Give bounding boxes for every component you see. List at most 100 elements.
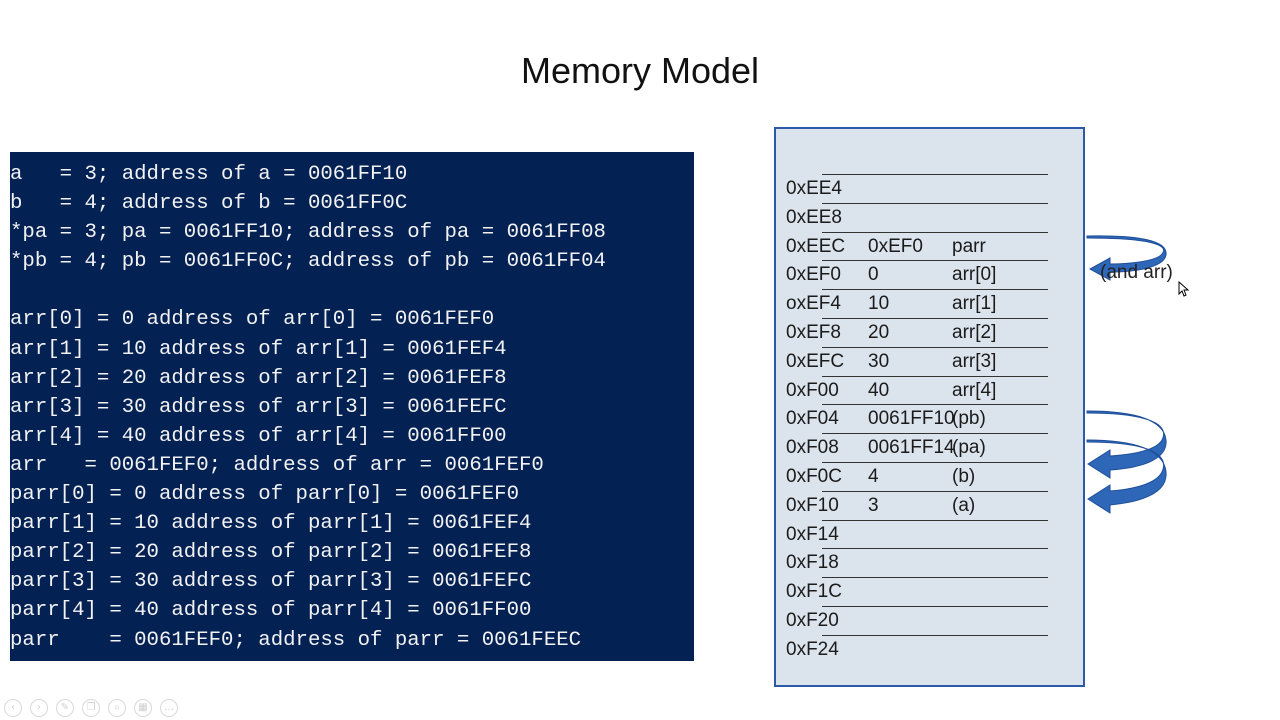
- memory-address: 0xEE8: [786, 206, 842, 228]
- memory-address: 0xEEC: [786, 235, 846, 257]
- slide-toolbar: ‹ › ✎ ❐ ⌕ ▦ …: [4, 699, 178, 717]
- prev-icon[interactable]: ‹: [4, 699, 22, 717]
- memory-row-divider: [822, 318, 1048, 319]
- console-line: parr[2] = 20 address of parr[2] = 0061FE…: [10, 541, 532, 565]
- console-line: arr[3] = 30 address of arr[3] = 0061FEFC: [10, 395, 507, 419]
- memory-address: 0xF04: [786, 408, 839, 430]
- memory-address: 0xF00: [786, 379, 839, 401]
- memory-label: (pa): [952, 437, 986, 459]
- console-line: arr[4] = 40 address of arr[4] = 0061FF00: [10, 424, 507, 448]
- memory-row: 0xEE4: [786, 174, 1086, 204]
- memory-label: (b): [952, 466, 976, 487]
- memory-value: 0: [868, 264, 879, 286]
- pointer-arrow-pa: [1086, 439, 1167, 514]
- memory-row: 0xF10 3 (a): [786, 490, 1086, 521]
- memory-row: oxEF4 10 arr[1]: [786, 289, 1086, 319]
- memory-address: 0xEF0: [786, 264, 841, 286]
- memory-label: arr[0]: [952, 264, 997, 286]
- memory-value: 3: [868, 494, 879, 516]
- arr-annotation: (and arr): [1100, 262, 1173, 283]
- memory-value: 0xEF0: [868, 235, 923, 257]
- memory-row: 0xEE8: [786, 202, 1086, 233]
- memory-row-divider: [822, 519, 1048, 521]
- slides-icon[interactable]: ▦: [134, 699, 152, 717]
- memory-value: 10: [868, 293, 890, 315]
- pointer-arrow-pb: [1086, 410, 1167, 479]
- memory-address: 0xF10: [786, 494, 839, 516]
- memory-label: parr: [952, 235, 986, 257]
- memory-address: 0xF08: [786, 437, 839, 459]
- memory-value: 20: [868, 322, 890, 343]
- console-line: arr[1] = 10 address of arr[1] = 0061FEF4: [10, 337, 507, 361]
- memory-row-divider: [822, 577, 1048, 579]
- memory-row-divider: [822, 433, 1048, 435]
- memory-label: arr[4]: [952, 379, 997, 401]
- memory-label: arr[3]: [952, 350, 997, 372]
- memory-address: 0xF0C: [786, 466, 842, 487]
- memory-label: (a): [952, 494, 976, 516]
- memory-row-divider: [822, 289, 1048, 291]
- memory-row-divider: [822, 634, 1048, 636]
- console-line: arr[0] = 0 address of arr[0] = 0061FEF0: [10, 308, 495, 332]
- console-line: parr[0] = 0 address of parr[0] = 0061FEF…: [10, 483, 519, 507]
- memory-value: 30: [868, 350, 890, 372]
- memory-row: 0xF24: [786, 634, 1086, 665]
- memory-row-divider: [822, 346, 1048, 348]
- memory-address: 0xF18: [786, 552, 839, 574]
- memory-row: 0xF20: [786, 606, 1086, 636]
- mouse-cursor-icon: [1178, 281, 1190, 297]
- memory-row: 0xEEC 0xEF0 parr: [786, 231, 1086, 262]
- memory-row-divider: [822, 174, 1048, 175]
- memory-row: 0xF00 40 arr[4]: [786, 375, 1086, 406]
- more-icon[interactable]: …: [160, 699, 178, 717]
- copy-icon[interactable]: ❐: [82, 699, 100, 717]
- memory-row-divider: [822, 606, 1048, 607]
- memory-address: 0xF14: [786, 523, 839, 545]
- console-line: a = 3; address of a = 0061FF10: [10, 163, 408, 186]
- memory-address: 0xF1C: [786, 581, 842, 603]
- memory-row-divider: [822, 260, 1048, 262]
- memory-address: 0xF20: [786, 610, 839, 631]
- console-line: parr[3] = 30 address of parr[3] = 0061FE…: [10, 570, 532, 594]
- memory-address: 0xEFC: [786, 350, 845, 372]
- memory-row: 0xF18: [786, 548, 1086, 578]
- memory-label: arr[1]: [952, 293, 997, 315]
- memory-value: 0061FF14: [868, 437, 955, 459]
- memory-value: 0061FF10: [868, 408, 955, 430]
- memory-address: oxEF4: [786, 293, 841, 315]
- memory-value: 40: [868, 379, 890, 401]
- memory-row-divider: [822, 462, 1048, 463]
- memory-row-divider: [822, 202, 1048, 204]
- console-line: *pa = 3; pa = 0061FF10; address of pa = …: [10, 221, 606, 245]
- console-line: parr[1] = 10 address of parr[1] = 0061FE…: [10, 512, 532, 536]
- memory-row: 0xF08 0061FF14(pa): [786, 433, 1086, 463]
- memory-row: 0xEFC 30 arr[3]: [786, 346, 1086, 377]
- memory-panel: 0xEE4 0xEE8 0xEEC 0xEF0 parr 0xEF0 0 arr[0] oxEF…: [774, 127, 1085, 687]
- memory-row: 0xF1C: [786, 577, 1086, 607]
- pointer-arrow-parr: [1086, 235, 1167, 281]
- memory-address: 0xEF8: [786, 322, 841, 343]
- memory-row-divider: [822, 548, 1048, 550]
- memory-row-divider: [822, 375, 1048, 377]
- zoom-icon[interactable]: ⌕: [108, 699, 126, 717]
- memory-row: 0xF0C 4 (b): [786, 462, 1086, 492]
- next-icon[interactable]: ›: [30, 699, 48, 717]
- console-line: arr[2] = 20 address of arr[2] = 0061FEF8: [10, 366, 507, 390]
- memory-value: 4: [868, 466, 879, 487]
- memory-row-divider: [822, 404, 1048, 406]
- console-line: arr = 0061FEF0; address of arr = 0061FEF…: [10, 453, 544, 477]
- console-line: parr[4] = 40 address of parr[4] = 0061FF…: [10, 599, 532, 623]
- memory-address: 0xF24: [786, 638, 839, 660]
- memory-address: 0xEE4: [786, 178, 842, 199]
- memory-row: 0xEF0 0 arr[0]: [786, 260, 1086, 290]
- memory-row: 0xF14: [786, 519, 1086, 550]
- console-line: parr = 0061FEF0; address of parr = 0061F…: [10, 628, 582, 652]
- console-line: *pb = 4; pb = 0061FF0C; address of pb = …: [10, 250, 606, 274]
- memory-row-divider: [822, 490, 1048, 492]
- slide-title: Memory Model: [520, 50, 760, 91]
- pen-icon[interactable]: ✎: [56, 699, 74, 717]
